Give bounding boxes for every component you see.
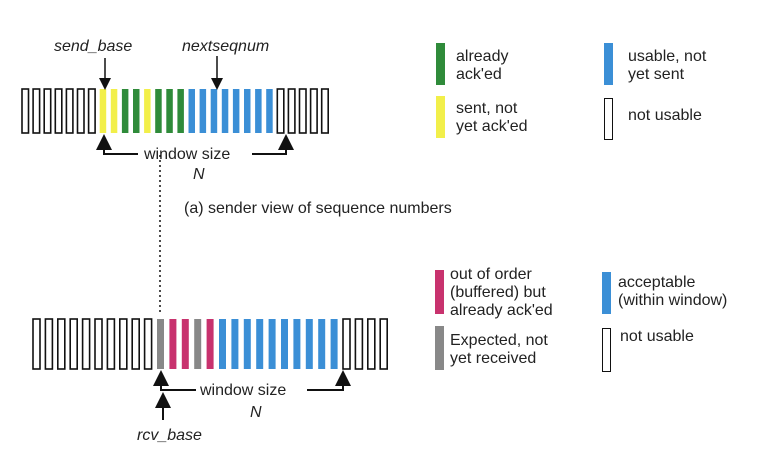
legend-receiver-not-usable-label: not usable <box>620 328 694 345</box>
legend-usable-swatch <box>604 43 613 85</box>
acked-slot <box>133 89 140 133</box>
legend-sent-not-acked-swatch <box>436 96 445 138</box>
not-usable-slot <box>43 88 52 134</box>
not-usable-slot <box>131 318 140 370</box>
not-usable-slot <box>32 88 41 134</box>
acceptable-slot <box>219 319 226 369</box>
acceptable-slot <box>305 319 313 369</box>
legend-buffered-label: out of order (buffered) but already ack'… <box>450 266 553 319</box>
not-usable-slot <box>56 318 66 370</box>
acceptable-slot <box>268 319 276 369</box>
not-usable-slot <box>69 318 78 370</box>
receiver-window-n: N <box>250 404 262 421</box>
usable-not-sent-slot <box>232 89 240 133</box>
not-usable-slot <box>76 88 85 134</box>
sender-window-size-label: window size <box>144 146 231 163</box>
legend-expected-swatch <box>435 326 444 370</box>
not-usable-slot <box>119 318 128 370</box>
legend-receiver-not-usable-swatch <box>602 328 611 372</box>
legend-acked-swatch <box>436 43 445 85</box>
legend-acked-label: already ack'ed <box>456 48 509 83</box>
acked-slot <box>155 89 162 133</box>
rcv-base-label: rcv_base <box>137 427 202 444</box>
legend-not-usable-label: not usable <box>628 107 702 124</box>
not-usable-slot <box>320 88 330 134</box>
buffered-slot <box>181 319 189 369</box>
acceptable-slot <box>330 319 338 369</box>
legend-expected-label: Expected, not yet received <box>450 332 548 367</box>
not-usable-slot <box>276 88 285 134</box>
buffered-slot <box>169 319 177 369</box>
not-usable-slot <box>106 318 116 370</box>
acceptable-slot <box>293 319 301 369</box>
not-usable-slot <box>65 88 74 134</box>
acceptable-slot <box>243 319 251 369</box>
not-usable-slot <box>342 318 351 370</box>
sender-window-left-bracket <box>96 134 138 155</box>
not-usable-slot <box>32 318 41 370</box>
receiver-window-right-bracket <box>307 370 351 391</box>
acked-slot <box>166 89 173 133</box>
expected-slot <box>194 319 202 369</box>
buffered-slot <box>206 319 214 369</box>
usable-not-sent-slot <box>266 89 273 133</box>
legend-buffered-swatch <box>435 270 444 314</box>
legend-usable-label: usable, not yet sent <box>628 48 707 83</box>
usable-not-sent-slot <box>199 89 207 133</box>
sent-not-acked-slot <box>110 89 118 133</box>
acceptable-slot <box>318 319 326 369</box>
not-usable-slot <box>287 88 296 134</box>
sender-window-right-bracket <box>252 134 294 155</box>
legend-not-usable-swatch <box>604 98 613 140</box>
legend-acceptable-swatch <box>602 272 611 314</box>
not-usable-slot <box>298 88 307 134</box>
not-usable-slot <box>81 318 91 370</box>
not-usable-slot <box>309 88 318 134</box>
nextseqnum-label: nextseqnum <box>182 38 270 55</box>
usable-not-sent-slot <box>255 89 262 133</box>
usable-not-sent-slot <box>188 89 195 133</box>
receiver-window-left-bracket <box>153 370 196 391</box>
receiver-window-size-label: window size <box>200 382 287 399</box>
usable-not-sent-slot <box>210 89 218 133</box>
not-usable-slot <box>44 318 54 370</box>
legend-acceptable-label: acceptable (within window) <box>618 274 728 309</box>
not-usable-slot <box>379 318 389 370</box>
not-usable-slot <box>87 88 96 134</box>
sender-window-n: N <box>193 166 205 183</box>
sent-not-acked-slot <box>144 89 151 133</box>
expected-slot <box>157 319 164 369</box>
send-base-label: send_base <box>54 38 133 55</box>
legend-sent-not-acked-label: sent, not yet ack'ed <box>456 100 528 135</box>
usable-not-sent-slot <box>221 89 229 133</box>
not-usable-slot <box>21 88 30 134</box>
acceptable-slot <box>281 319 288 369</box>
not-usable-slot <box>94 318 103 370</box>
usable-not-sent-slot <box>244 89 251 133</box>
acked-slot <box>121 89 129 133</box>
not-usable-slot <box>143 318 153 370</box>
acceptable-slot <box>256 319 264 369</box>
receiver-sequence-row <box>32 318 389 370</box>
not-usable-slot <box>54 88 63 134</box>
not-usable-slot <box>354 318 364 370</box>
sent-not-acked-slot <box>99 89 107 133</box>
not-usable-slot <box>366 318 376 370</box>
sender-sequence-row <box>21 88 330 134</box>
acceptable-slot <box>231 319 239 369</box>
acked-slot <box>177 89 184 133</box>
sender-caption: (a) sender view of sequence numbers <box>184 200 452 217</box>
